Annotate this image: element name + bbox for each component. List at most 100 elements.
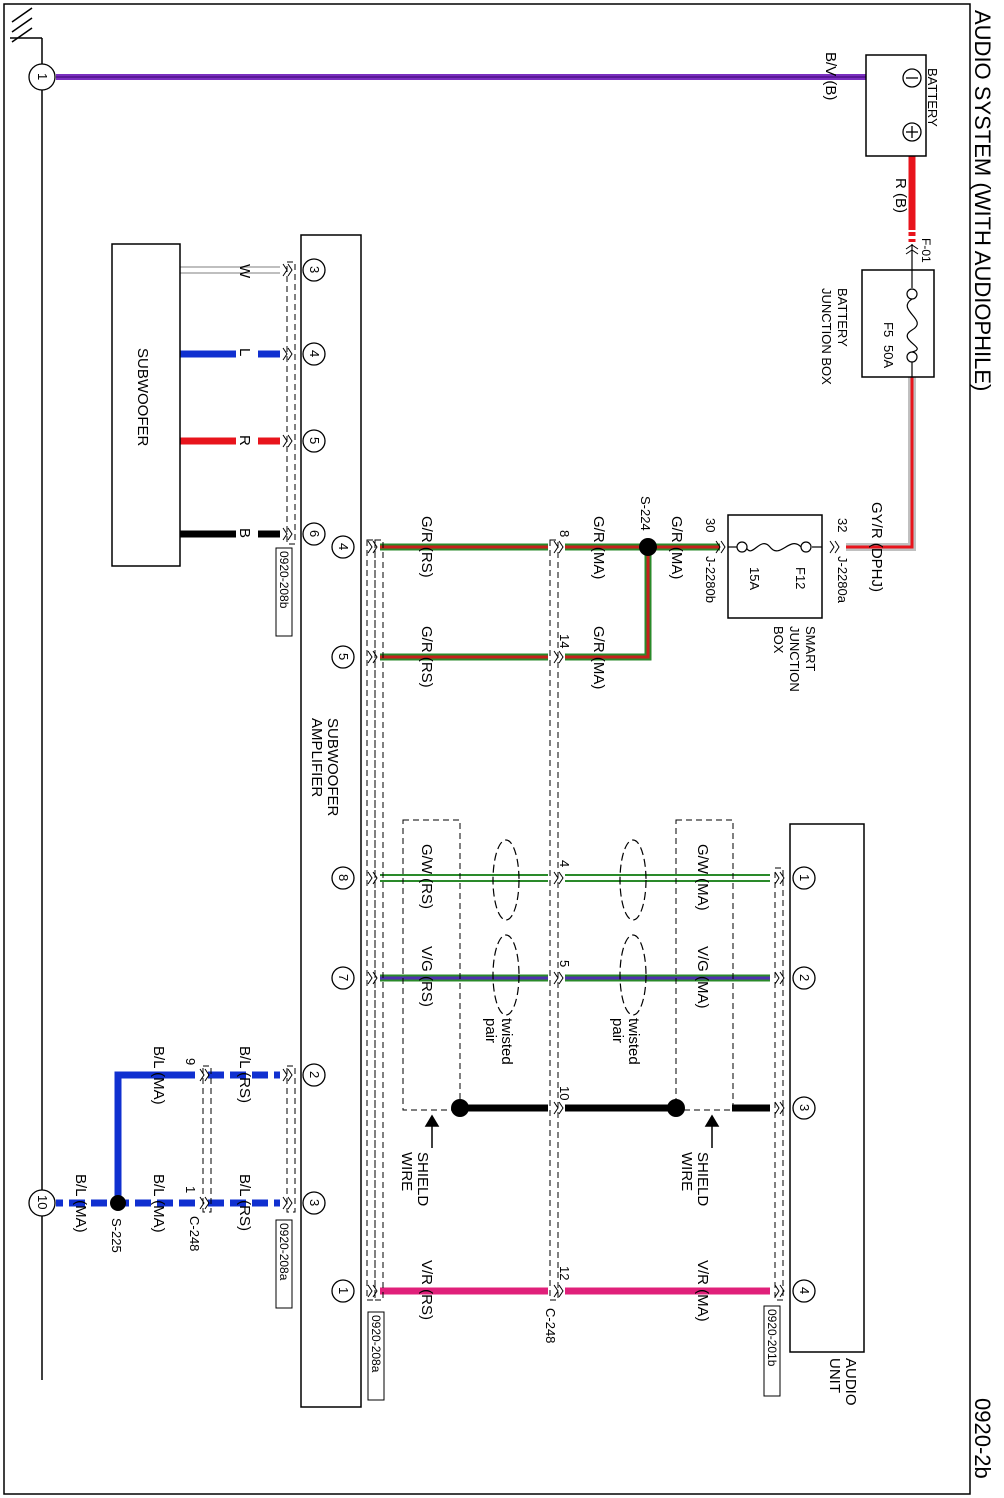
page-frame	[3, 3, 971, 1495]
label-w: W	[236, 264, 253, 279]
code-0920-208a: 0920-208a	[369, 1315, 383, 1373]
svg-text:4: 4	[336, 543, 351, 550]
label-l: L	[236, 348, 253, 356]
svg-text:twisted: twisted	[498, 1018, 515, 1065]
sjb-fuse-rating: 15A	[747, 567, 762, 590]
connector-code-boxes	[275, 547, 781, 1401]
smart-junction-box	[727, 514, 823, 619]
svg-text:4: 4	[307, 350, 322, 357]
pin-numbers: 1 10 3 4 5 6 2 3 4 5 8 7 1 1 2 3 4	[35, 73, 812, 1294]
label-c248-bl: C-248	[187, 1216, 202, 1251]
svg-text:1: 1	[336, 1287, 351, 1294]
svg-text:2: 2	[307, 1071, 322, 1078]
audio-unit-box	[789, 823, 865, 1353]
svg-text:BATTERY: BATTERY	[835, 288, 850, 347]
svg-text:8: 8	[336, 874, 351, 881]
svg-text:AMPLIFIER: AMPLIFIER	[308, 718, 325, 797]
label-f01: F-01	[919, 238, 933, 263]
ground-symbol	[10, 7, 43, 1380]
wire-subwoofer	[180, 266, 280, 538]
svg-text:SHIELD: SHIELD	[694, 1152, 711, 1206]
svg-text:2: 2	[797, 974, 812, 981]
audio-unit-label: AUDIO UNIT	[826, 1358, 859, 1406]
code-0920-201b: 0920-201b	[765, 1309, 779, 1367]
subwoofer-label: SUBWOOFER	[134, 348, 151, 447]
svg-text:JUNCTION: JUNCTION	[787, 626, 802, 692]
subwoofer-amplifier-box	[300, 234, 362, 1408]
wire-bl	[56, 1071, 280, 1207]
svg-text:UNIT: UNIT	[826, 1358, 843, 1393]
fuse-f12-symbol	[728, 541, 822, 553]
label-vg-ma: V/G (MA)	[694, 946, 711, 1009]
label-bv-b: B/V (B)	[822, 52, 839, 100]
svg-text:SHIELD: SHIELD	[414, 1152, 431, 1206]
label-gr-ma-2: G/R (MA)	[590, 516, 607, 579]
label-gw-rs: G/W (RS)	[418, 844, 435, 909]
svg-text:twisted: twisted	[625, 1018, 642, 1065]
svg-text:JUNCTION BOX: JUNCTION BOX	[819, 288, 834, 385]
svg-text:3: 3	[307, 1199, 322, 1206]
wire-gr-rs	[380, 543, 548, 661]
battery-junction-box	[861, 269, 935, 378]
svg-text:5: 5	[307, 437, 322, 444]
pin-12-c248: 12	[557, 1266, 572, 1280]
wire-gr-s224	[565, 543, 652, 661]
subwoofer-box	[111, 243, 181, 567]
svg-text:1: 1	[797, 874, 812, 881]
pin-8-c248: 8	[557, 530, 572, 537]
fuse-f5-symbol	[906, 244, 918, 377]
pin-9-c248: 9	[183, 1058, 198, 1065]
twisted-pair-label-rs: twisted pair	[482, 1018, 515, 1065]
label-s225: S-225	[109, 1218, 124, 1253]
shield-arrows	[424, 1114, 720, 1148]
svg-text:WIRE: WIRE	[398, 1152, 415, 1191]
svg-text:pair: pair	[482, 1018, 499, 1043]
svg-text:6: 6	[307, 530, 322, 537]
pin-circles	[28, 63, 816, 1303]
label-j2280b: J-2280b	[703, 556, 718, 603]
pin-14-c248: 14	[557, 634, 572, 648]
battery-terminals	[902, 68, 922, 142]
connector-dashes	[202, 261, 784, 1301]
label-r-b: R (B)	[892, 178, 909, 213]
page-code: 0920-2b	[970, 1398, 995, 1479]
pin-10-c248: 10	[557, 1086, 572, 1100]
label-bl-ma-2: B/L (MA)	[150, 1174, 167, 1233]
twisted-pair-symbols	[492, 839, 647, 1016]
label-s224: S-224	[638, 496, 653, 531]
svg-text:1: 1	[35, 73, 50, 80]
pin-5-c248: 5	[557, 960, 572, 967]
bjb-label: BATTERY JUNCTION BOX	[819, 288, 850, 385]
label-r: R	[236, 435, 253, 446]
svg-text:WIRE: WIRE	[678, 1152, 695, 1191]
label-bl-rs-2: B/L (RS)	[236, 1174, 253, 1231]
label-gw-ma: G/W (MA)	[694, 844, 711, 911]
connector-chevrons	[199, 244, 919, 1298]
svg-text:BOX: BOX	[771, 626, 786, 654]
code-0920-208a-left: 0920-208a	[277, 1223, 291, 1281]
svg-text:3: 3	[797, 1104, 812, 1111]
pin-30: 30	[703, 518, 718, 532]
pin-32: 32	[835, 518, 850, 532]
svg-text:AUDIO: AUDIO	[842, 1358, 859, 1406]
svg-text:3: 3	[307, 266, 322, 273]
label-gyr-dphj: GY/R (DPHJ)	[868, 502, 885, 592]
wire-gw	[380, 874, 770, 882]
battery-label: BATTERY	[925, 68, 940, 127]
pin-1-c248: 1	[183, 1186, 198, 1193]
label-gr-rs-2: G/R (RS)	[418, 626, 435, 688]
splice-s225	[110, 1195, 126, 1211]
wire-gyr	[846, 377, 916, 551]
label-bl-rs-1: B/L (RS)	[236, 1046, 253, 1103]
label-j2280a: J-2280a	[835, 556, 850, 604]
label-gr-ma-3: G/R (MA)	[590, 626, 607, 689]
svg-text:7: 7	[336, 974, 351, 981]
bjb-fuse-rating: 50A	[881, 345, 896, 368]
label-vr-ma: V/R (MA)	[694, 1260, 711, 1322]
svg-text:SMART: SMART	[803, 626, 818, 671]
sjb-label: SMART JUNCTION BOX	[771, 626, 818, 692]
label-vr-rs: V/R (RS)	[418, 1260, 435, 1320]
svg-text:5: 5	[336, 653, 351, 660]
label-b: B	[236, 528, 253, 538]
label-gr-rs-1: G/R (RS)	[418, 516, 435, 578]
